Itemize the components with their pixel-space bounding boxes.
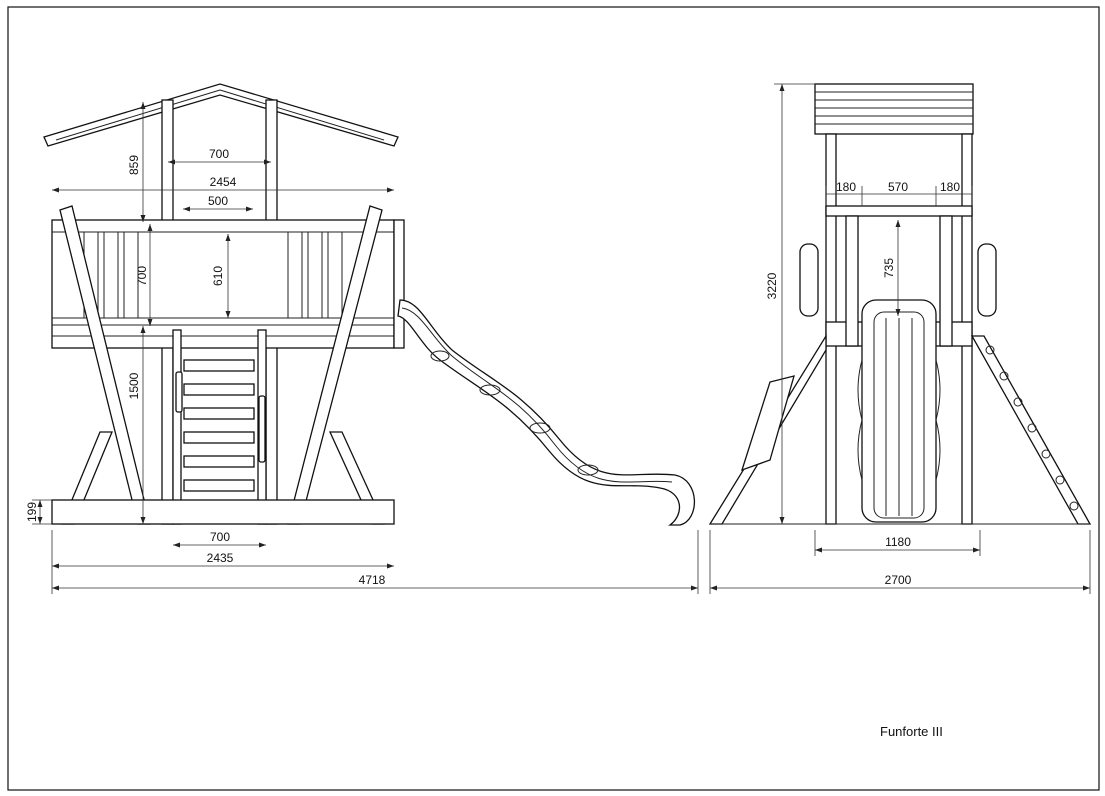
side-roof xyxy=(43,83,399,147)
dim-overall-height: 3220 xyxy=(765,272,779,299)
front-climbing-wall xyxy=(970,335,1092,525)
dim-post-spacing-top: 700 xyxy=(209,147,229,161)
dim-base-width: 2435 xyxy=(207,551,234,565)
dim-rail-gap: 500 xyxy=(208,194,228,208)
sheet-border xyxy=(7,6,1100,791)
dim-slide-width: 1180 xyxy=(885,535,911,549)
front-view xyxy=(708,83,1092,525)
side-legs xyxy=(59,205,386,525)
dim-deck-width: 2454 xyxy=(210,175,237,189)
side-ladder xyxy=(172,329,267,525)
dim-center-opening: 570 xyxy=(888,180,908,194)
front-slide xyxy=(857,299,941,523)
front-view-dimensions: 180 570 180 3220 735 1180 2700 xyxy=(709,83,1091,594)
dim-deck-height: 1500 xyxy=(127,372,141,399)
dim-roof-height: 859 xyxy=(127,155,141,175)
dim-base-height: 199 xyxy=(25,502,39,522)
side-view-dimensions: 859 700 2454 500 700 610 1500 199 700 24… xyxy=(25,102,699,594)
drawing-title: Funforte III xyxy=(880,724,943,739)
dim-window-height: 610 xyxy=(211,266,225,286)
dim-ladder-width: 700 xyxy=(210,530,230,544)
side-view xyxy=(43,83,696,526)
front-ladder-left xyxy=(708,333,827,525)
dim-rail-height: 700 xyxy=(135,266,149,286)
dim-slide-clearance: 735 xyxy=(882,258,896,278)
front-roof xyxy=(814,83,974,135)
dim-overall-width: 2700 xyxy=(885,573,912,587)
dim-overall-length: 4718 xyxy=(359,573,386,587)
dim-right-post: 180 xyxy=(940,180,960,194)
side-deck xyxy=(51,219,405,349)
dim-left-post: 180 xyxy=(836,180,856,194)
side-slide xyxy=(397,299,696,526)
side-base-beam xyxy=(51,499,395,525)
